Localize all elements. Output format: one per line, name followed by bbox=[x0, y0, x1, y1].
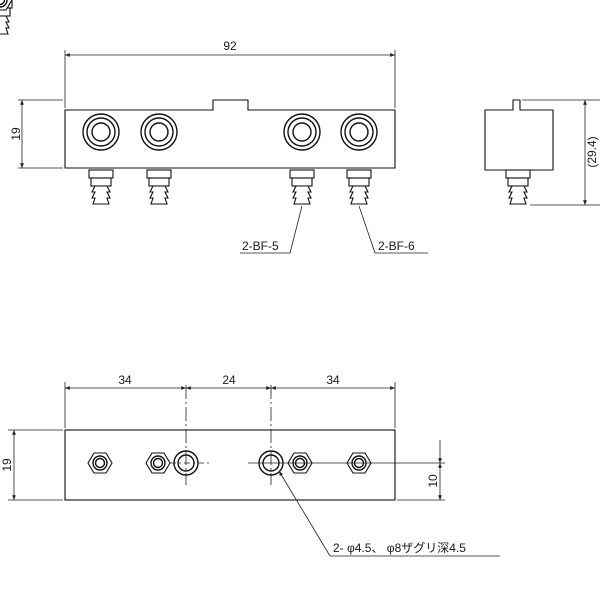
bottom-block-outline bbox=[64, 429, 396, 501]
bottom-height-dimension: 19 bbox=[0, 458, 14, 472]
bottom-dim-right: 34 bbox=[326, 373, 340, 387]
barb-fittings bbox=[0, 0, 372, 205]
callout-bf6: 2-BF-6 bbox=[378, 239, 415, 253]
side-block-outline bbox=[484, 99, 554, 171]
callout-bf5: 2-BF-5 bbox=[242, 239, 279, 253]
hex-fitting-1 bbox=[87, 452, 113, 474]
side-view: (29.4) bbox=[484, 99, 600, 206]
bottom-dim-middle: 24 bbox=[222, 373, 236, 387]
fitting-1 bbox=[82, 113, 120, 151]
side-barb bbox=[505, 169, 531, 205]
fitting-3 bbox=[283, 113, 321, 151]
bottom-dim-left: 34 bbox=[118, 373, 132, 387]
hex-fitting-2 bbox=[145, 452, 171, 474]
top-height-dimension: 19 bbox=[9, 127, 23, 141]
hole-note: 2- φ4.5、 φ8ザグリ深4.5 bbox=[333, 541, 466, 555]
top-width-dimension: 92 bbox=[223, 39, 237, 53]
fitting-2 bbox=[140, 113, 178, 151]
top-view: 92 19 2-BF-5 2-BF-6 bbox=[0, 0, 428, 254]
bottom-offset-dimension: 10 bbox=[426, 474, 440, 488]
side-height-dimension: (29.4) bbox=[585, 136, 599, 167]
fitting-4 bbox=[340, 113, 378, 151]
bottom-view: 34 24 34 19 10 2- φ4.5、 φ8ザグリ深4.5 bbox=[0, 0, 500, 557]
